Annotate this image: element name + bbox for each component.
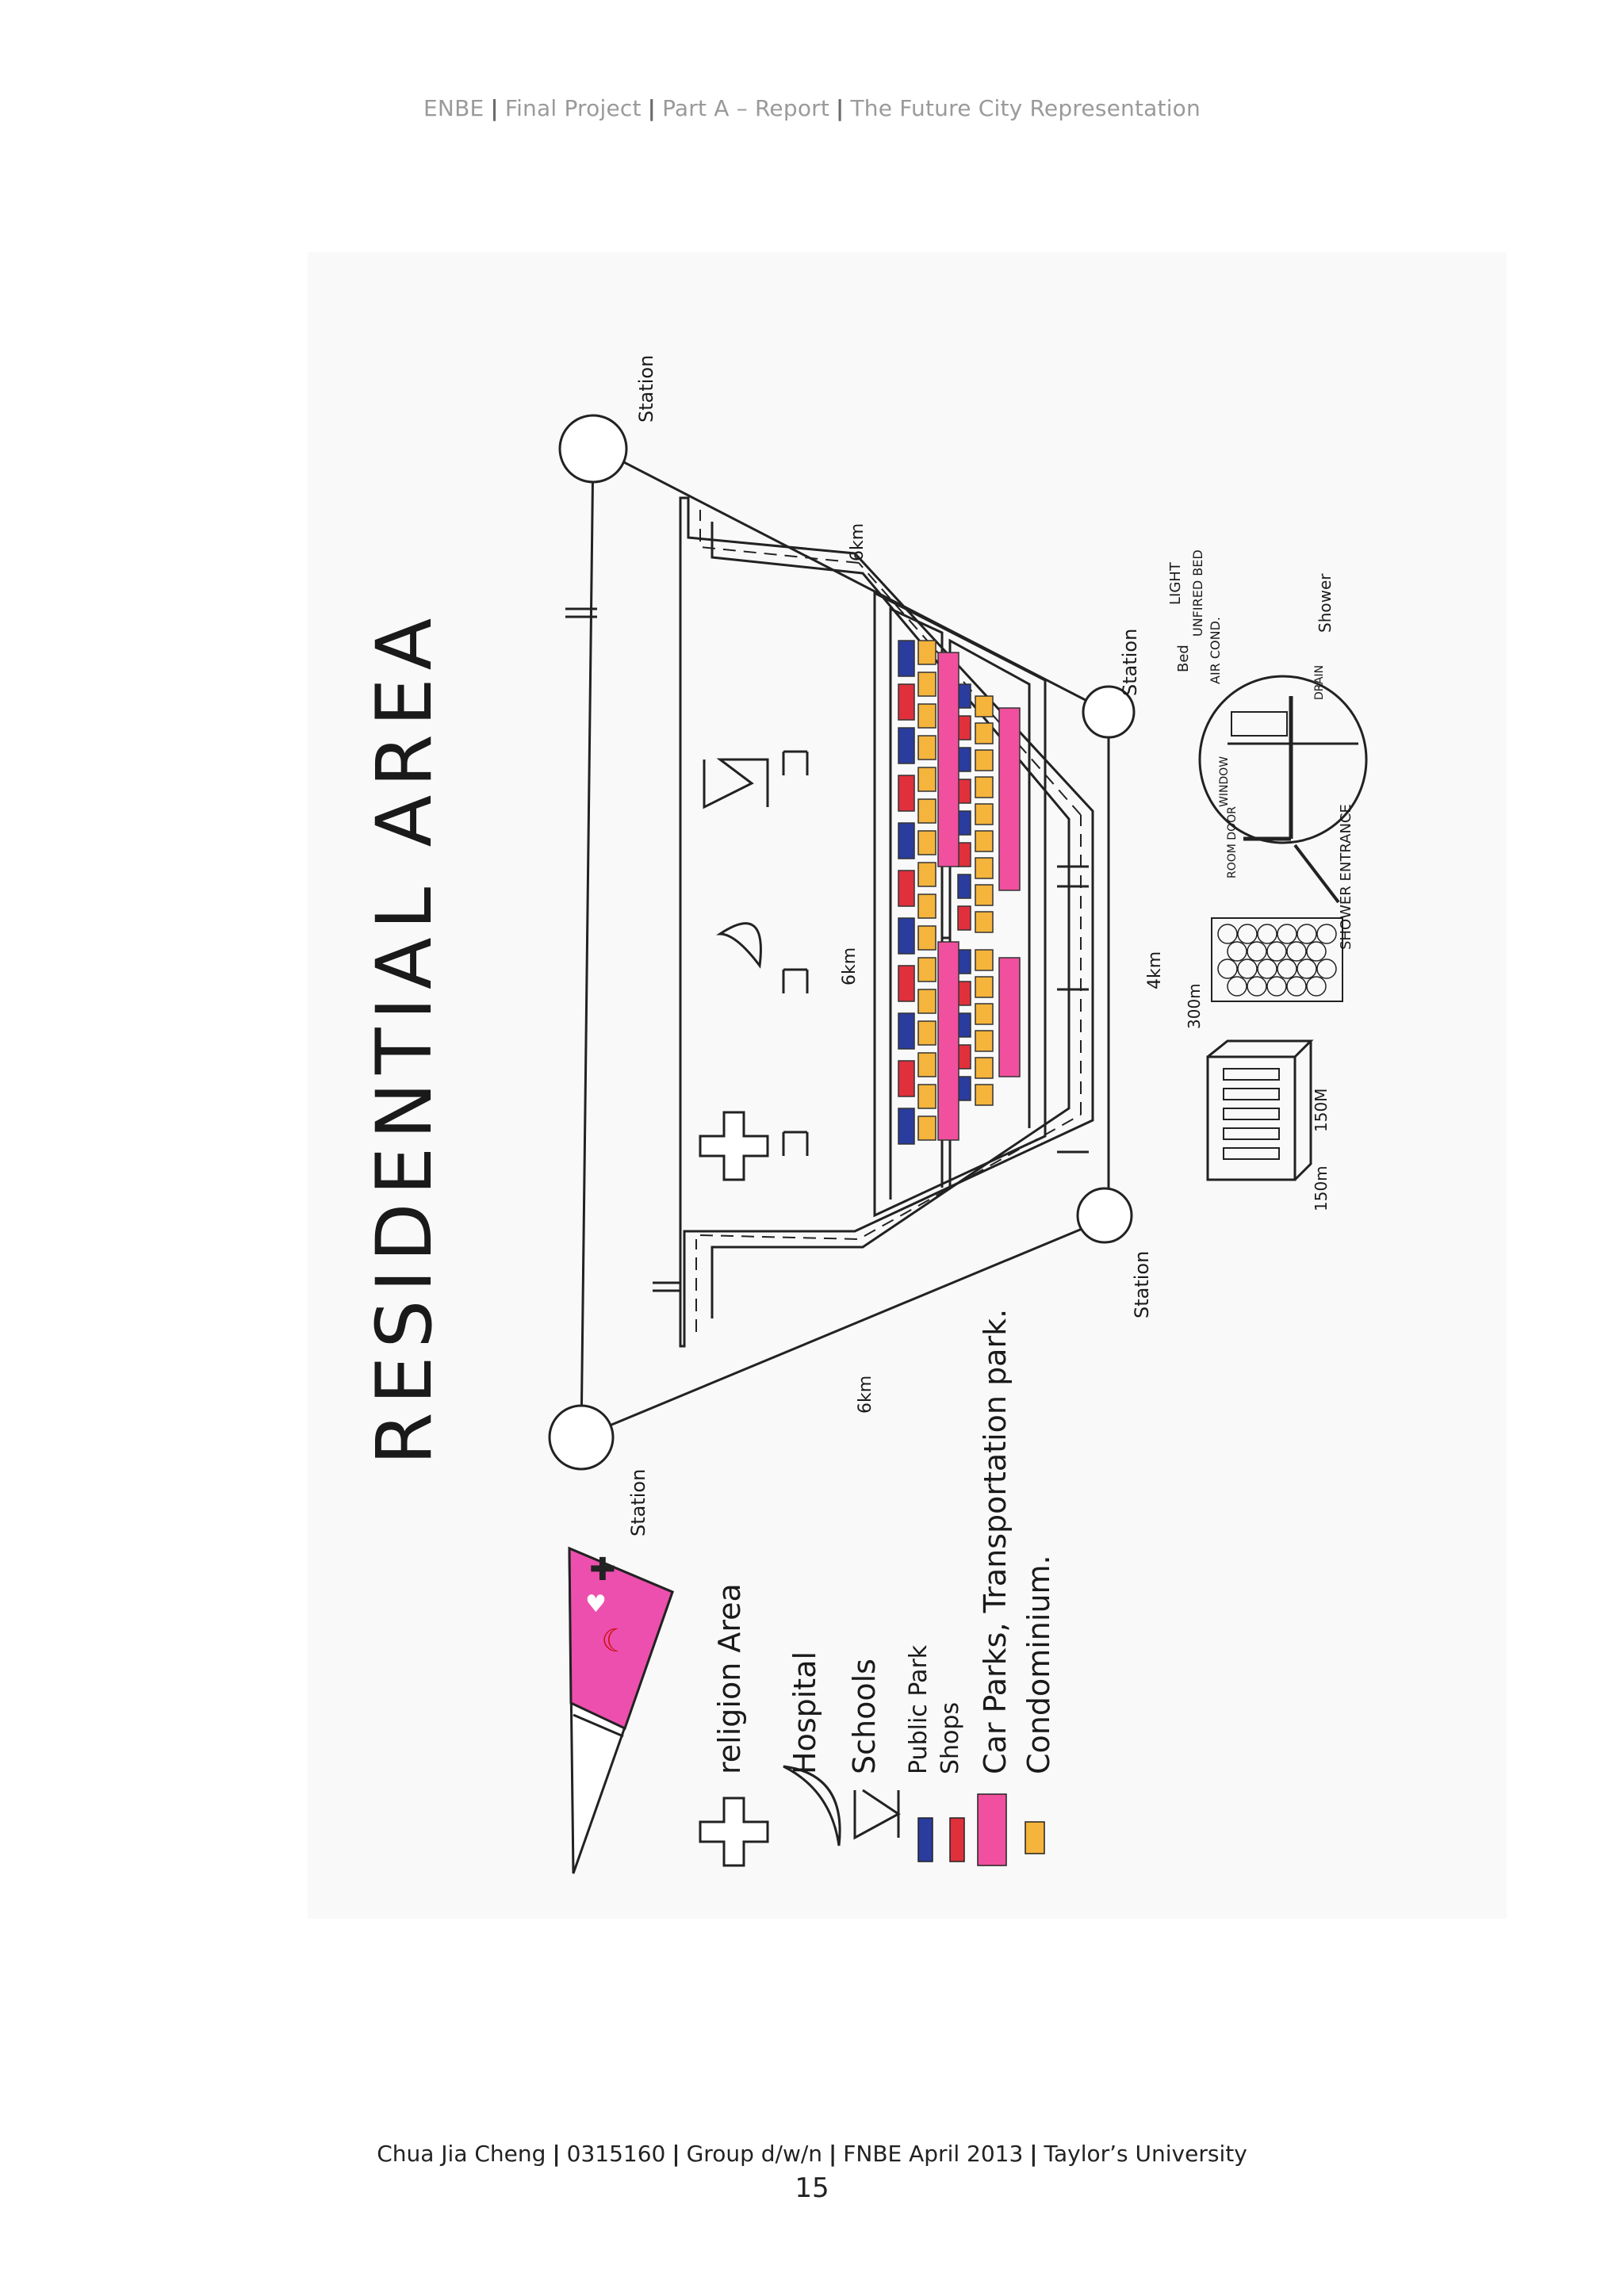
room-label: Bed bbox=[1175, 645, 1192, 672]
block-grid-left bbox=[898, 640, 936, 1145]
page-footer: Chua Jia Cheng|0315160|Group d/w/n|FNBE … bbox=[0, 2141, 1624, 2167]
footer-part: Taylor’s University bbox=[1044, 2141, 1247, 2167]
station-label: Station bbox=[1131, 1251, 1153, 1318]
legend-swatch-park bbox=[917, 1817, 933, 1862]
room-label: Shower bbox=[1316, 573, 1335, 633]
triangle-moon-icon: ☾ bbox=[601, 1623, 630, 1659]
legend-swatch-condo bbox=[1025, 1821, 1045, 1854]
legend-school-icon bbox=[853, 1789, 901, 1840]
legend-label: Condominium. bbox=[1021, 1555, 1056, 1774]
legend-label: Shops bbox=[936, 1702, 964, 1774]
condo-building-sketch bbox=[1206, 1039, 1314, 1181]
road-network bbox=[679, 496, 1094, 1348]
legend-label: Hospital bbox=[787, 1651, 822, 1774]
triangle-legend: ✚ ♥ ☾ bbox=[568, 1546, 674, 1874]
drawing-canvas: RESIDENTIAL AREA Station Station Station… bbox=[360, 355, 1368, 1874]
footer-separator: | bbox=[829, 2141, 837, 2167]
dimension-label: 150m bbox=[1312, 1165, 1331, 1211]
moon-icon bbox=[716, 922, 762, 969]
street-connectors bbox=[565, 607, 1089, 1292]
station-circle bbox=[1082, 685, 1136, 739]
school-icon bbox=[703, 758, 769, 809]
station-circle bbox=[558, 414, 628, 484]
room-label: DRAIN bbox=[1313, 665, 1326, 700]
room-detail-circle bbox=[1198, 675, 1368, 904]
room-label: LIGHT bbox=[1167, 561, 1184, 605]
distance-label: 4km bbox=[1145, 951, 1165, 989]
station-nodes bbox=[548, 414, 1136, 1471]
page-number: 15 bbox=[795, 2172, 829, 2204]
room-label: ROOM DOOR bbox=[1226, 806, 1239, 878]
drawing-title: RESIDENTIAL AREA bbox=[360, 610, 449, 1465]
triangle-cross-icon: ✚ bbox=[589, 1552, 616, 1588]
footer-part: 0315160 bbox=[566, 2141, 666, 2167]
room-label: AIR COND. bbox=[1208, 617, 1223, 684]
header-part: The Future City Representation bbox=[850, 95, 1201, 121]
page-header: ENBE|Final Project|Part A – Report|The F… bbox=[0, 95, 1624, 121]
station-label: Station bbox=[635, 355, 657, 423]
station-label: Station bbox=[1119, 629, 1141, 696]
legend-label: religion Area bbox=[712, 1583, 747, 1774]
room-label: SHOWER ENTRANCE bbox=[1338, 804, 1354, 950]
header-part: Final Project bbox=[504, 95, 642, 121]
carpark-bar bbox=[937, 652, 959, 867]
block-grid-right bbox=[957, 683, 1021, 1106]
legend-cross-icon bbox=[699, 1797, 769, 1867]
station-circle bbox=[1076, 1187, 1133, 1244]
legend-moon-icon bbox=[783, 1765, 841, 1846]
inner-block-frames bbox=[873, 591, 1047, 1218]
legend-swatch-carpark bbox=[977, 1793, 1007, 1866]
room-label: WINDOW bbox=[1218, 756, 1231, 807]
footer-part: FNBE April 2013 bbox=[843, 2141, 1024, 2167]
station-circle bbox=[548, 1404, 615, 1471]
cross-icon bbox=[699, 1111, 769, 1181]
legend-label: Schools bbox=[847, 1659, 882, 1774]
footer-separator: | bbox=[552, 2141, 561, 2167]
dimension-label: 300m bbox=[1185, 983, 1204, 1029]
footer-part: Group d/w/n bbox=[686, 2141, 823, 2167]
triangle-school-icon: ♥ bbox=[585, 1590, 607, 1618]
legend-label: Public Park bbox=[905, 1644, 933, 1774]
station-label: Station bbox=[627, 1469, 649, 1536]
carpark-bar bbox=[937, 941, 959, 1141]
header-part: ENBE bbox=[423, 95, 485, 121]
header-separator: | bbox=[836, 95, 845, 121]
footer-part: Chua Jia Cheng bbox=[377, 2141, 546, 2167]
room-label: UNFIRED BED bbox=[1190, 549, 1205, 637]
legend-swatch-shop bbox=[949, 1817, 965, 1862]
legend-label: Car Parks, Transportation park. bbox=[978, 1309, 1013, 1774]
hexagon-pattern bbox=[1211, 917, 1343, 1002]
residential-area-drawing: RESIDENTIAL AREA Station Station Station… bbox=[308, 252, 1507, 1919]
header-part: Part A – Report bbox=[662, 95, 830, 121]
legend: religion Area Hospital Schools Public Pa… bbox=[699, 1309, 1056, 1867]
footer-separator: | bbox=[1029, 2141, 1038, 2167]
distance-label: 6km bbox=[856, 1376, 875, 1414]
dimension-label: 150M bbox=[1312, 1089, 1331, 1132]
distance-label: 6km bbox=[840, 947, 860, 985]
footer-separator: | bbox=[672, 2141, 680, 2167]
header-separator: | bbox=[490, 95, 499, 121]
header-separator: | bbox=[647, 95, 657, 121]
